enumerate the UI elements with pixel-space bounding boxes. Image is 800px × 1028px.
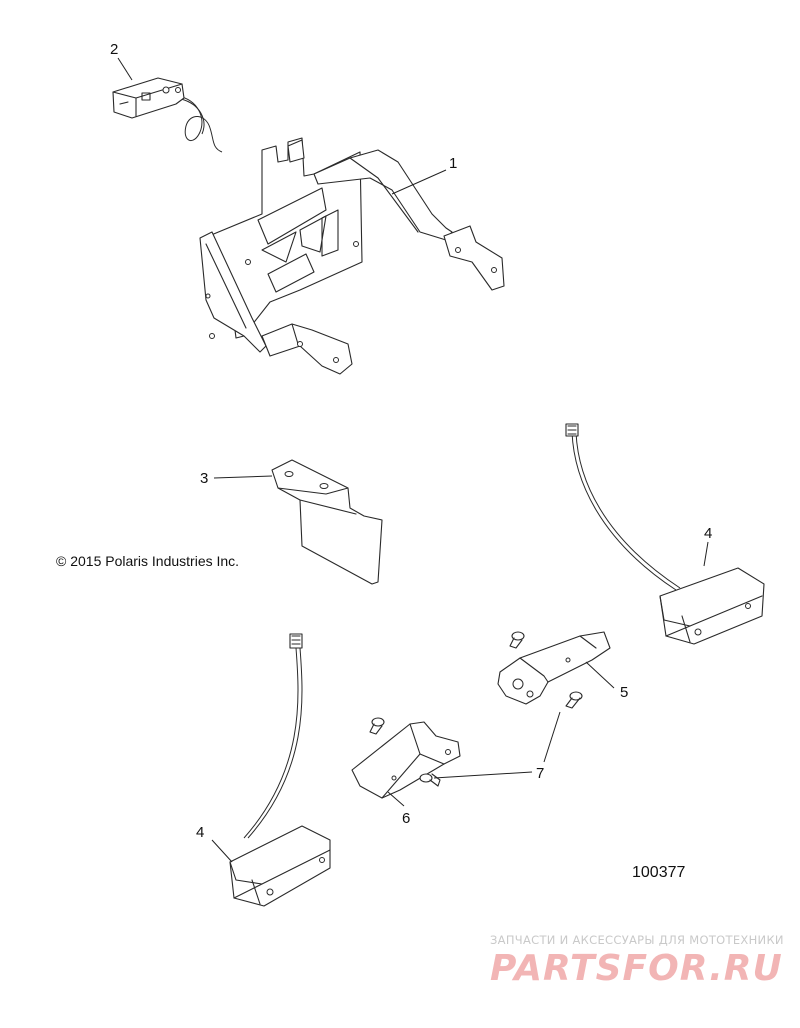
callout-2: 2 [110, 41, 118, 58]
part-4-lamp-upper [565, 423, 765, 645]
copyright-notice: © 2015 Polaris Industries Inc. [56, 553, 239, 569]
part-1-bracket [199, 137, 505, 375]
leader-lines [117, 57, 709, 863]
callout-6: 6 [402, 810, 410, 827]
callout-4-upper: 4 [704, 525, 712, 542]
screw-d [419, 773, 441, 787]
part-2-sensor [112, 77, 223, 153]
screw-c [369, 717, 385, 735]
watermark-logo: PARTSFOR.RU [490, 948, 783, 989]
part-4-lamp-lower [229, 633, 331, 907]
diagram-number: 100377 [632, 864, 685, 881]
part-3-plate [271, 459, 383, 585]
part-5-bracket [497, 631, 611, 705]
callout-7: 7 [536, 765, 544, 782]
watermark-tagline: ЗАПЧАСТИ И АКСЕССУАРЫ ДЛЯ МОТОТЕХНИКИ [490, 933, 784, 947]
callout-3: 3 [200, 470, 208, 487]
screw-a [509, 631, 525, 649]
screw-b [565, 691, 583, 709]
part-7-screws [369, 631, 583, 787]
part-6-bracket [351, 721, 461, 799]
callout-1: 1 [449, 155, 457, 172]
callout-5: 5 [620, 684, 628, 701]
watermark: ЗАПЧАСТИ И АКСЕССУАРЫ ДЛЯ МОТОТЕХНИКИ PA… [490, 933, 784, 989]
callout-4-lower: 4 [196, 824, 204, 841]
